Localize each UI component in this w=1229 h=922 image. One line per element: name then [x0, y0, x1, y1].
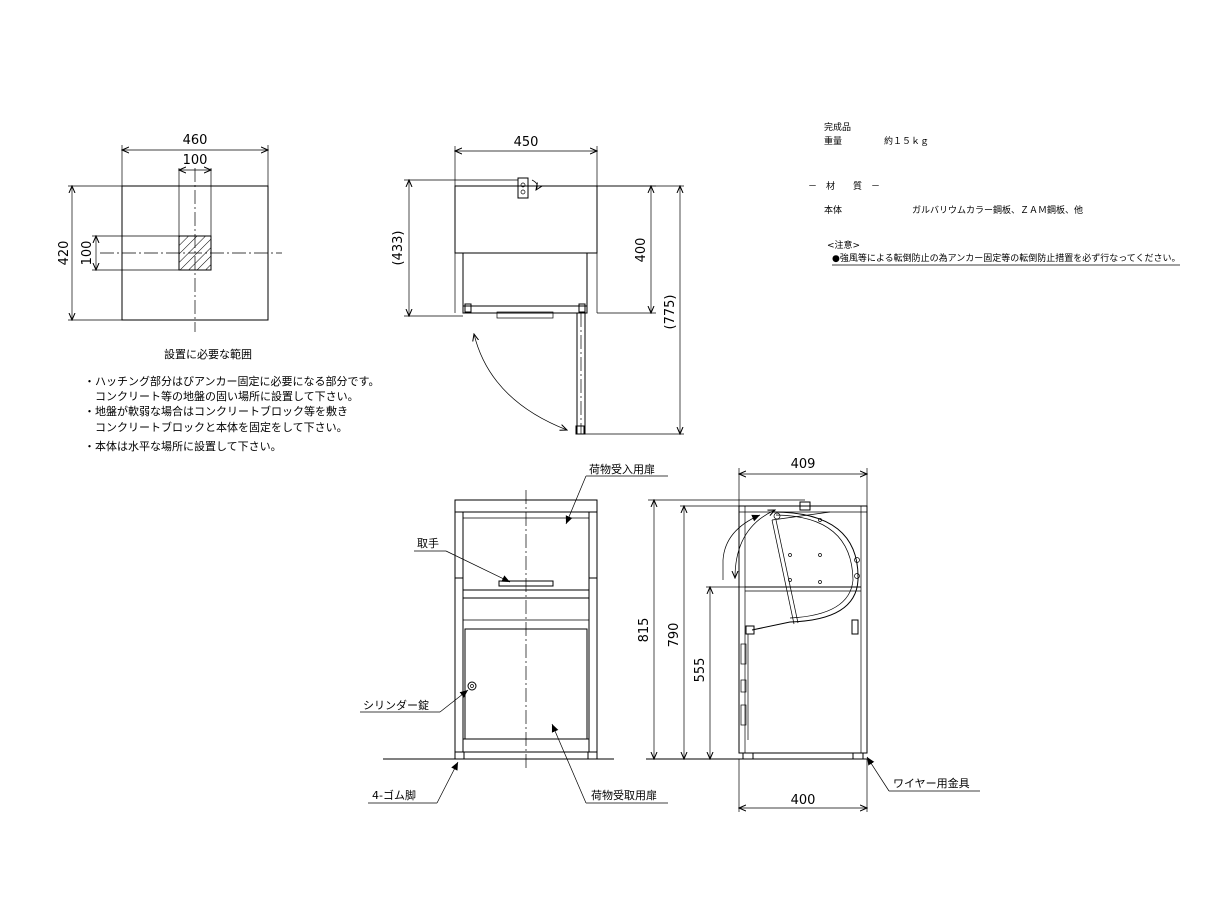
door-swing-arc-side: [735, 510, 775, 578]
label-wire-fitting: ワイヤー用金具: [893, 776, 970, 790]
side-view: 409 815 790 555 400 ワイヤー用金具: [637, 457, 980, 812]
dim-label-450: 450: [514, 135, 539, 150]
dim-label-depth: 420: [57, 241, 72, 266]
body-material: ガルバリウムカラー鋼板、ＺＡＭ鋼板、他: [912, 204, 1083, 216]
dim-label-409: 409: [791, 457, 816, 472]
spec-block: 完成品 重量 約１５ｋｇ － 材 質 － 本体 ガルバリウムカラー鋼板、ＺＡＭ鋼…: [808, 121, 1181, 266]
top-view: 460 100 420 100 設置に必要な範囲 ・ハッチング部分はびアンカー固…: [57, 133, 379, 453]
open-door-plan: [462, 305, 588, 314]
label-upper-door: 荷物受入用扉: [589, 462, 655, 476]
dim-label-400-plan: 400: [634, 238, 649, 263]
receiving-drum: [751, 511, 859, 631]
dim-label-555: 555: [693, 658, 708, 683]
label-handle: 取手: [417, 536, 439, 550]
front-view: 荷物受入用扉 取手 シリンダー錠 4-ゴム脚 荷物受取用扉: [360, 462, 668, 804]
label-rubber-feet: 4-ゴム脚: [372, 788, 416, 802]
plan-view: 450 (433) 400 (775): [391, 135, 684, 434]
dim-label-775: (775): [663, 295, 678, 330]
caution-text: ●強風等による転倒防止の為アンカー固定等の転倒防止措置を必ず行なってください。: [832, 252, 1181, 264]
dim-label-400-side: 400: [791, 793, 816, 808]
hinge-part: [517, 177, 529, 199]
label-lower-door: 荷物受取用扉: [591, 788, 657, 802]
dim-label-815: 815: [637, 618, 652, 643]
weight-label: 重量: [824, 135, 842, 147]
note-line-3: ・地盤が軟弱な場合はコンクリートブロック等を敷き: [84, 404, 348, 418]
cylinder-lock: [467, 681, 477, 691]
caution-title: <注意>: [827, 239, 860, 251]
handle: [498, 580, 554, 587]
note-line-1: ・ハッチング部分はびアンカー固定に必要になる部分です。: [84, 374, 379, 388]
label-cylinder-lock: シリンダー錠: [363, 698, 429, 712]
note-line-5: ・本体は水平な場所に設置して下さい。: [84, 439, 282, 453]
note-line-2: コンクリート等の地盤の固い場所に設置して下さい。: [84, 389, 359, 403]
lid-outline: [454, 185, 598, 254]
weight-value: 約１５ｋｇ: [884, 135, 929, 147]
material-header: － 材 質 －: [808, 180, 880, 192]
dim-label-hatch-depth: 100: [80, 241, 95, 266]
top-view-caption: 設置に必要な範囲: [164, 347, 252, 361]
dim-label-460: 460: [183, 133, 208, 148]
dim-label-790: 790: [667, 623, 682, 648]
body-label: 本体: [824, 204, 842, 216]
note-line-4: コンクリートブロックと本体を固定をして下さい。: [84, 420, 348, 434]
dim-label-433: (433): [391, 231, 406, 266]
door-swing-arrow: [474, 334, 567, 430]
product-label: 完成品: [824, 121, 851, 133]
side-body: [738, 505, 868, 754]
dim-label-hatch-width: 100: [183, 153, 208, 168]
